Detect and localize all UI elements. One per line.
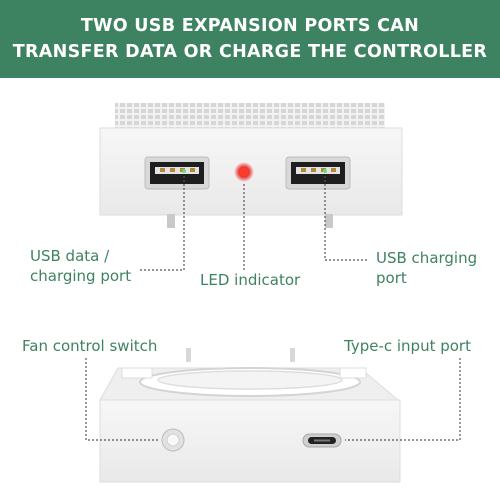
banner-line-1: TWO USB EXPANSION PORTS CAN xyxy=(80,16,420,36)
bottom-device xyxy=(99,348,401,483)
vent-grille xyxy=(115,103,385,130)
label-fan-control-switch: Fan control switch xyxy=(22,337,158,355)
device-leg xyxy=(167,214,175,228)
callout-lines-top xyxy=(140,176,368,271)
callout-lines-bottom xyxy=(85,358,461,441)
banner-line-2: TRANSFER DATA OR CHARGE THE CONTROLLER xyxy=(12,42,488,62)
usb-port-right xyxy=(285,156,351,190)
label-type-c-input-port: Type-c input port xyxy=(344,337,471,355)
device-leg xyxy=(325,214,333,228)
device-front-panel-bottom xyxy=(99,399,401,483)
top-device xyxy=(99,103,403,228)
usb-port-left xyxy=(144,156,210,190)
header-banner: TWO USB EXPANSION PORTS CAN TRANSFER DAT… xyxy=(0,0,500,78)
type-c-port-icon xyxy=(302,433,342,448)
fan-control-switch-icon xyxy=(161,428,185,452)
label-usb-data-port: USB data / charging port xyxy=(30,247,132,285)
label-usb-charging-port: USB charging port xyxy=(376,249,478,287)
label-led-indicator: LED indicator xyxy=(200,271,301,289)
